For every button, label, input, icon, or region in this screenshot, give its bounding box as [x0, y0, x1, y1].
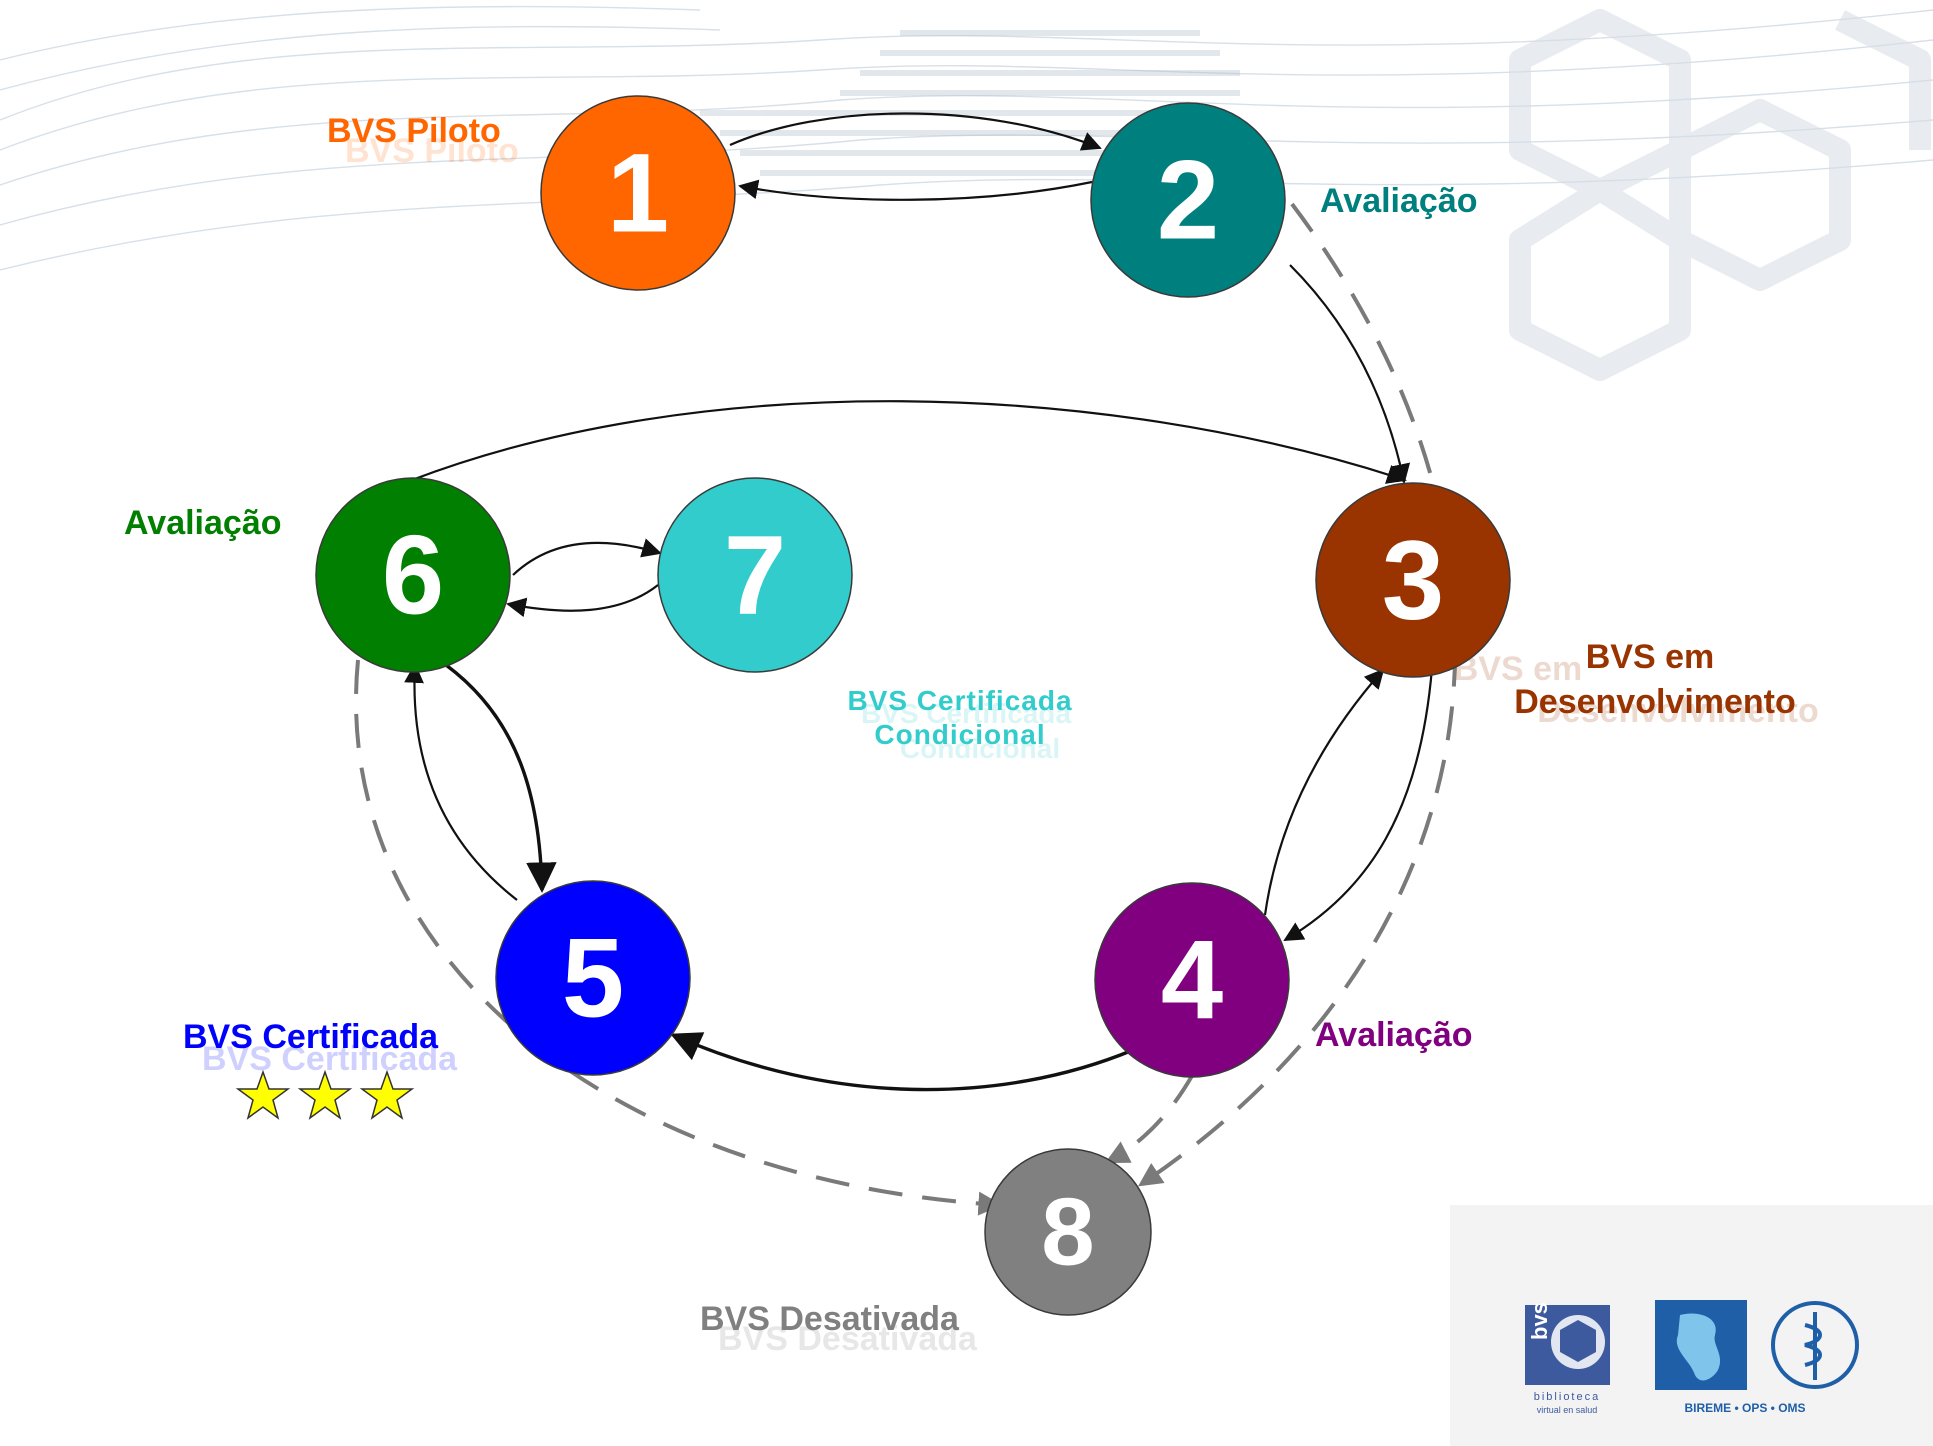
- label-3-shadow-line2: Desenvolvimento: [1537, 692, 1819, 730]
- label-1-shadow: BVS Piloto: [345, 132, 519, 170]
- node-2-number: 2: [1157, 138, 1219, 263]
- label-bvs-piloto: BVS Piloto: [327, 112, 501, 150]
- logos-panel: bvs biblioteca virtual en salud BIREME •…: [1450, 1205, 1933, 1446]
- arrow-2-to-3: [1289, 264, 1411, 484]
- node-8: 8: [984, 1148, 1152, 1316]
- label-7-shadow-line2: Condicional: [900, 733, 1060, 764]
- node-5-circle: [495, 880, 691, 1076]
- node-labels: BVS Piloto BVS Piloto Avaliação BVS em D…: [124, 112, 1819, 1358]
- node-2: 2: [1090, 102, 1286, 298]
- bireme-ops-oms-text: BIREME • OPS • OMS: [1684, 1401, 1805, 1415]
- arrow-6-to-5: [444, 663, 557, 894]
- node-7-number: 7: [724, 513, 786, 638]
- certification-stars: [235, 1069, 415, 1120]
- node-1: 1: [540, 95, 736, 291]
- node-4-circle: [1094, 882, 1290, 1078]
- star-icon: [359, 1069, 415, 1120]
- node-6-circle: [315, 477, 511, 673]
- arrow-5-to-6: [404, 663, 518, 901]
- node-8-circle: [984, 1148, 1152, 1316]
- label-bvs-desativada: BVS Desativada: [700, 1300, 960, 1338]
- dash-6-to-8: [354, 659, 1003, 1216]
- star-icon: [297, 1069, 353, 1120]
- node-1-number: 1: [607, 131, 669, 256]
- arrow-4-to-5: [670, 1032, 1134, 1092]
- background-decoration: [0, 5, 1933, 381]
- node-4-number: 4: [1161, 918, 1223, 1043]
- arrow-3-to-4: [1283, 667, 1434, 942]
- label-7-shadow-line1: BVS Certificada: [861, 698, 1071, 729]
- label-5-shadow: BVS Certificada: [202, 1040, 458, 1078]
- bvs-logo-line2: virtual en salud: [1537, 1405, 1598, 1415]
- arrow-6-to-7: [512, 538, 662, 576]
- dash-4-to-8: [1104, 1073, 1195, 1164]
- who-emblem-icon: [1771, 1301, 1859, 1389]
- node-6-number: 6: [382, 513, 444, 638]
- label-bvs-certificada-condicional: BVS Certificada: [847, 685, 1072, 716]
- arrow-2-to-1: [738, 179, 1093, 201]
- node-3: 3: [1315, 482, 1511, 678]
- arrow-4-to-3: [1263, 668, 1385, 916]
- node-1-circle: [540, 95, 736, 291]
- node-7-circle: [657, 477, 853, 673]
- arrow-6-to-3: [411, 400, 1407, 484]
- node-5-number: 5: [562, 916, 624, 1041]
- star-icon: [235, 1069, 291, 1120]
- label-condicional: Condicional: [874, 719, 1045, 750]
- label-avaliacao-6: Avaliação: [124, 504, 282, 542]
- bireme-ops-oms-logo: BIREME • OPS • OMS: [1655, 1300, 1859, 1415]
- node-4: 4: [1094, 882, 1290, 1078]
- arrow-1-to-2: [729, 112, 1102, 151]
- dashed-deactivation-paths: [354, 202, 1458, 1216]
- dash-2-to-8: [1138, 202, 1458, 1187]
- label-avaliacao-4: Avaliação: [1315, 1016, 1473, 1054]
- bvs-logo-word: bvs: [1527, 1302, 1552, 1340]
- node-6: 6: [315, 477, 511, 673]
- node-7: 7: [657, 477, 853, 673]
- bvs-logo-line1: biblioteca: [1534, 1391, 1600, 1403]
- transition-arrows: [404, 112, 1434, 1092]
- label-3-shadow-line1: BVS em: [1454, 650, 1583, 688]
- node-3-number: 3: [1382, 518, 1444, 643]
- label-bvs-certificada: BVS Certificada: [183, 1018, 439, 1056]
- label-bvs-em: BVS em: [1586, 638, 1715, 676]
- node-5: 5: [495, 880, 691, 1076]
- node-2-circle: [1090, 102, 1286, 298]
- label-desenvolvimento: Desenvolvimento: [1514, 683, 1796, 721]
- arrow-7-to-6: [506, 584, 659, 618]
- bvs-logo: bvs biblioteca virtual en salud: [1525, 1302, 1610, 1415]
- node-8-number: 8: [1041, 1179, 1094, 1286]
- label-avaliacao-2: Avaliação: [1320, 182, 1478, 220]
- node-3-circle: [1315, 482, 1511, 678]
- label-8-shadow: BVS Desativada: [718, 1320, 978, 1358]
